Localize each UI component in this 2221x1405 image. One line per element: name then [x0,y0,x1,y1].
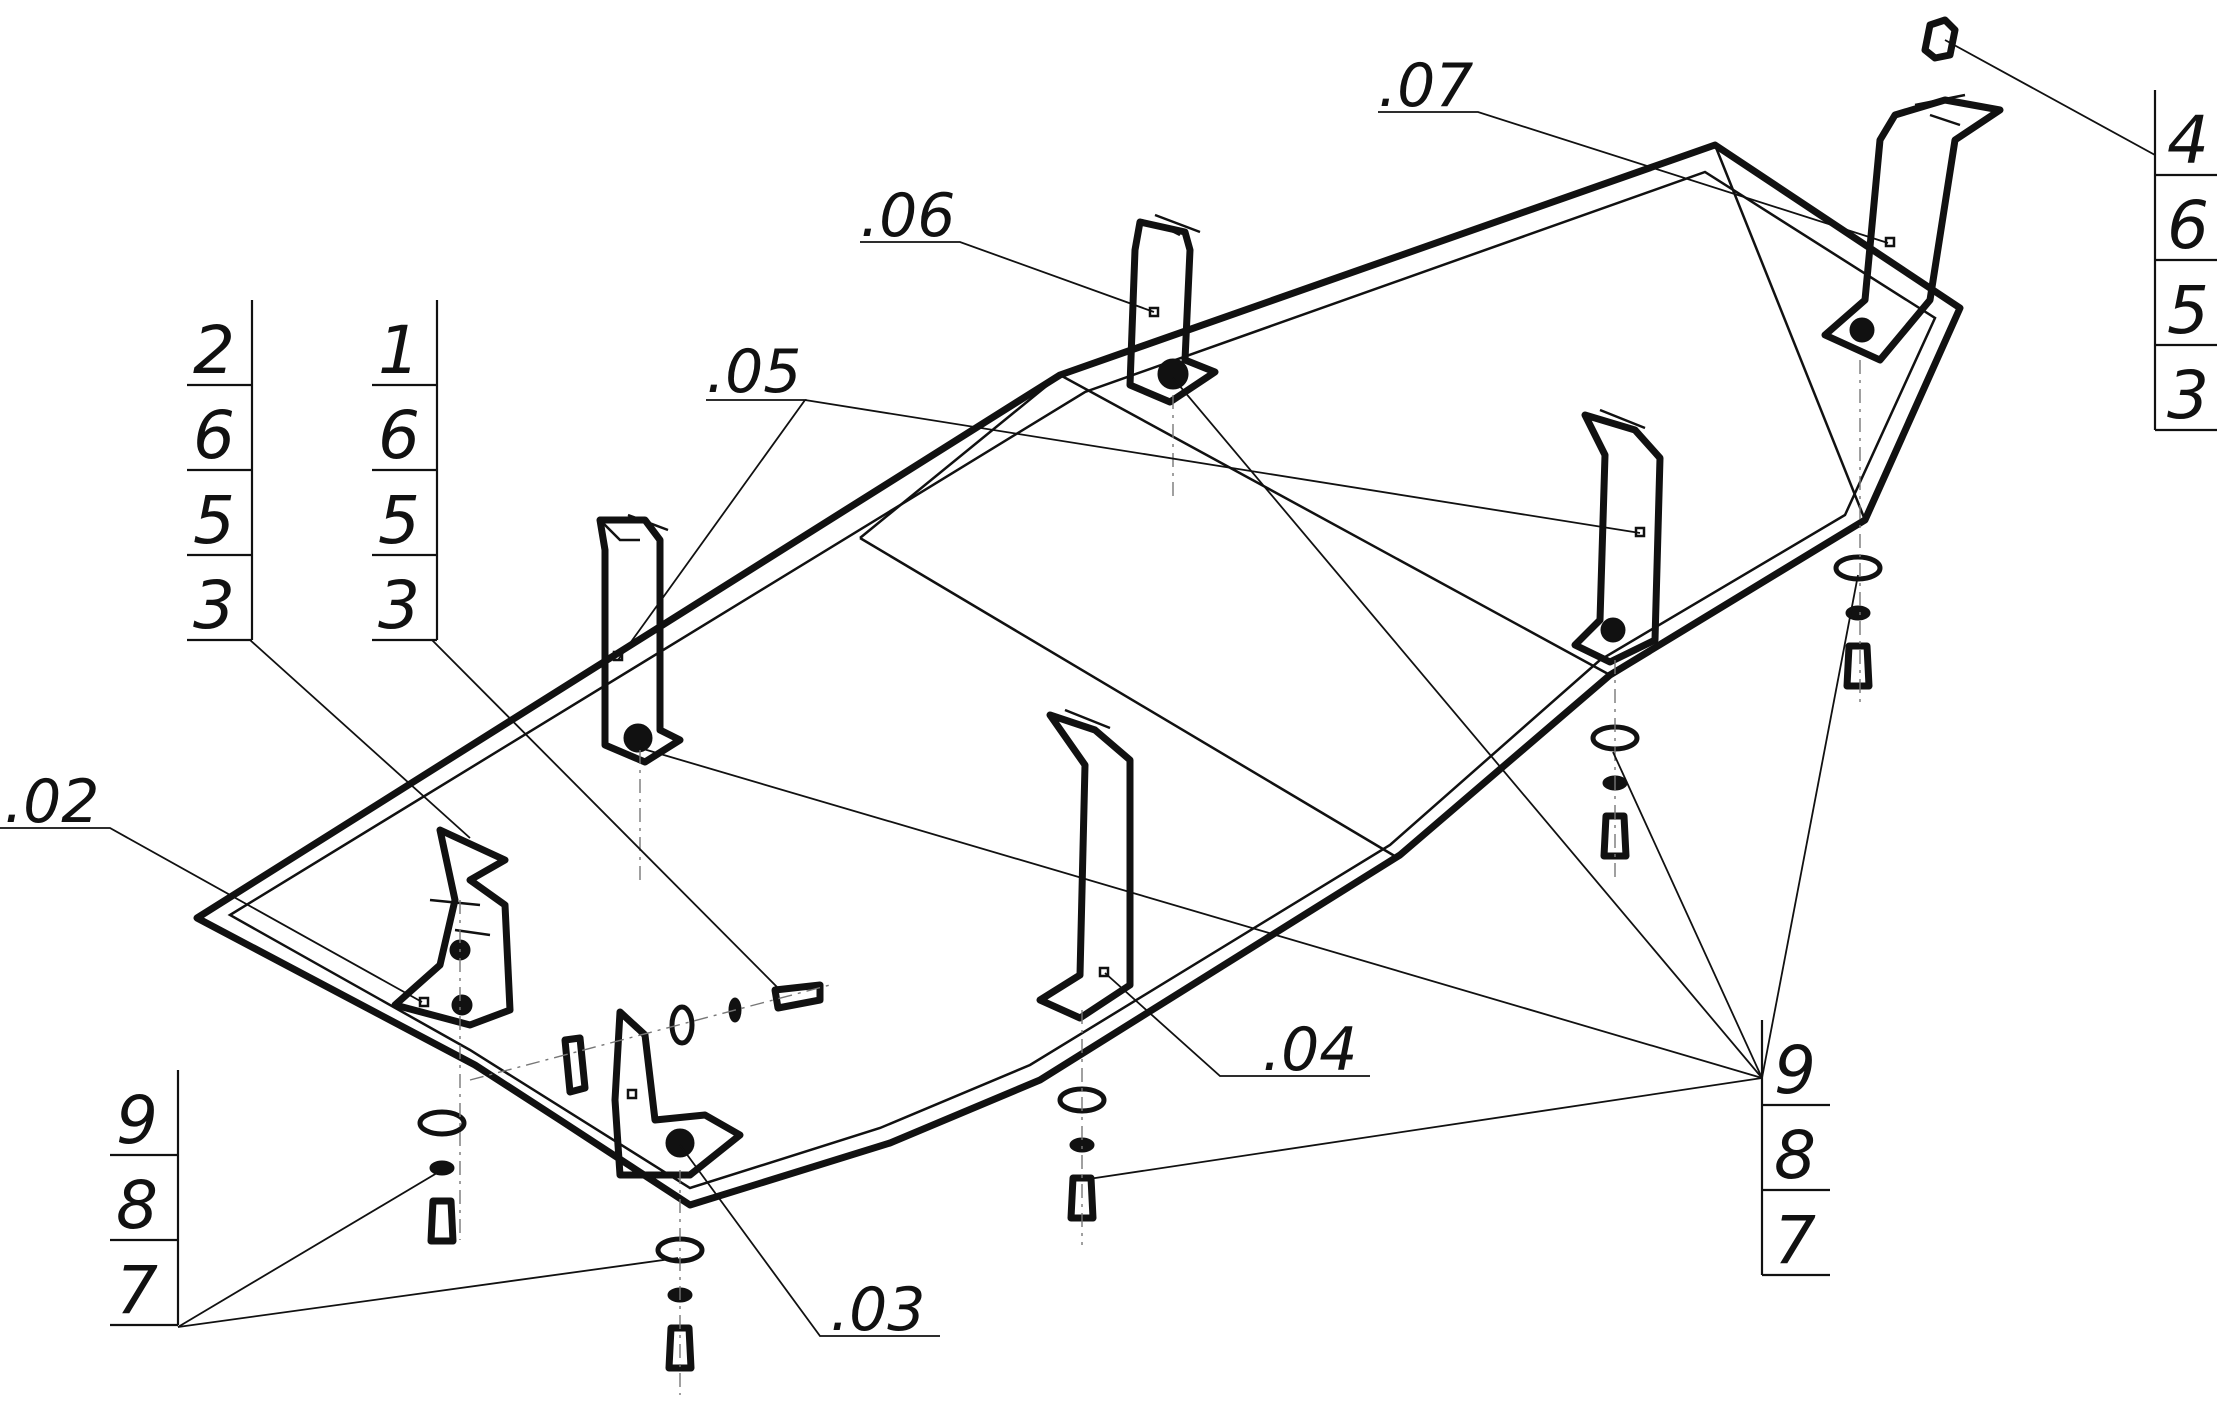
fastener-stack-1 [417,1109,467,1245]
bolt [1843,642,1873,690]
stack-left-b-item: 5 [378,482,420,559]
skid-plate [193,141,1964,1209]
bolt [1600,812,1630,860]
stack-left-b-item: 6 [378,397,420,474]
bolt [665,1324,695,1372]
label-p03: .03 [830,1275,925,1345]
stack-bottom-left-item: 8 [116,1167,158,1244]
stack-left-a-item: 2 [193,312,235,389]
bracket-03 [561,1008,744,1179]
stack-bottom-right-item: 7 [1774,1202,1816,1279]
stack-top-right-item: 4 [2167,102,2209,179]
stack-bottom-right: 9 8 7 [1760,1020,1830,1279]
stack-top-right-item: 5 [2167,272,2209,349]
stack-bottom-right-item: 9 [1774,1032,1816,1109]
plate-bend-line-4 [1713,144,1867,521]
stack-left-a-item: 6 [193,397,235,474]
stack-left-a: 2 6 5 3 [187,300,254,644]
lock-washer [1069,1137,1095,1153]
bracket-02 [391,826,514,1029]
part-labels: .02 .03 .04 .05 .06 .07 [4,51,1473,1345]
bracket-05-left [596,513,684,766]
stack-bottom-left-item: 7 [116,1252,158,1329]
clip-nut [561,1034,589,1096]
washer [417,1109,467,1137]
plate-bend-line-2 [1059,373,1611,677]
plate-bend-line-3 [859,374,1061,539]
bracket-06 [1126,213,1219,406]
bolt [1067,1174,1097,1222]
label-p07: .07 [1378,51,1473,121]
plate-bend-line-1 [859,536,1399,860]
stack-top-right: 4 6 5 3 [2153,90,2217,434]
label-p04: .04 [1262,1015,1357,1085]
fastener-stack-5 [1833,554,1883,690]
stack-left-a-item: 5 [193,482,235,559]
stack-left-b-item: 1 [378,312,420,389]
stack-bottom-left-item: 9 [116,1082,158,1159]
bracket-07 [1821,16,2004,364]
label-p05: .05 [706,337,801,407]
bolt-4-top-right [1921,16,1959,62]
label-p02: .02 [4,767,99,837]
stack-left-a-item: 3 [193,567,235,644]
stack-left-b-item: 3 [378,567,420,644]
label-p06: .06 [860,181,955,251]
stack-top-right-item: 3 [2167,357,2209,434]
stack-bottom-left: 9 8 7 [110,1070,180,1329]
lock-washer [429,1160,455,1176]
stack-bottom-right-item: 8 [1774,1117,1816,1194]
center-lines [459,360,1861,1395]
bracket-05-right [1571,408,1664,666]
plate-inner-edge [227,170,1937,1190]
bolt [427,1197,457,1245]
side-bolt-set [669,981,824,1046]
fastener-stacks [417,554,1883,1372]
bracket-04 [1036,708,1134,1022]
stack-top-right-item: 6 [2167,187,2209,264]
